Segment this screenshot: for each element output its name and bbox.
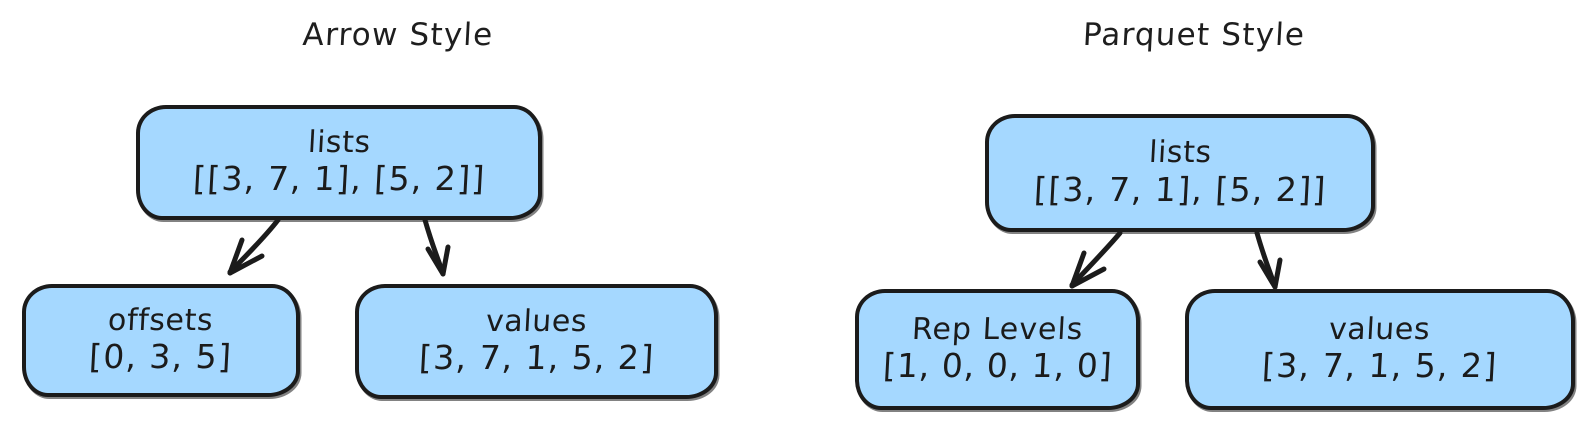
node-values: [3, 7, 1, 5, 2] <box>1261 346 1499 386</box>
panel-arrow-style: Arrow Style lists [[3, 7, 1], [5, 2]] of… <box>22 17 718 399</box>
node-label: lists <box>306 124 372 160</box>
node-values: [[3, 7, 1], [5, 2]] <box>191 159 487 199</box>
node-arrow-offsets: offsets [0, 3, 5] <box>22 284 300 397</box>
node-arrow-lists: lists [[3, 7, 1], [5, 2]] <box>136 105 542 220</box>
node-values: [1, 0, 0, 1, 0] <box>881 346 1114 386</box>
node-values: [0, 3, 5] <box>88 337 234 377</box>
panel-parquet-style: Parquet Style lists [[3, 7, 1], [5, 2]] … <box>796 0 1592 432</box>
node-parquet-lists: lists [[3, 7, 1], [5, 2]] <box>985 114 1375 232</box>
node-parquet-rep-levels: Rep Levels [1, 0, 0, 1, 0] <box>855 289 1140 410</box>
node-values: [[3, 7, 1], [5, 2]] <box>1032 169 1328 209</box>
node-label: values <box>485 303 589 339</box>
node-label: Rep Levels <box>910 311 1085 347</box>
node-label: lists <box>1147 135 1213 171</box>
node-values: [3, 7, 1, 5, 2] <box>417 338 656 378</box>
node-parquet-values: values [3, 7, 1, 5, 2] <box>1185 289 1575 410</box>
node-label: values <box>1328 311 1432 347</box>
node-arrow-values: values [3, 7, 1, 5, 2] <box>355 284 718 399</box>
node-label: offsets <box>107 302 215 338</box>
panel-title-arrow-style: Arrow Style <box>301 17 495 53</box>
panel-title-parquet-style: Parquet Style <box>1081 17 1307 53</box>
